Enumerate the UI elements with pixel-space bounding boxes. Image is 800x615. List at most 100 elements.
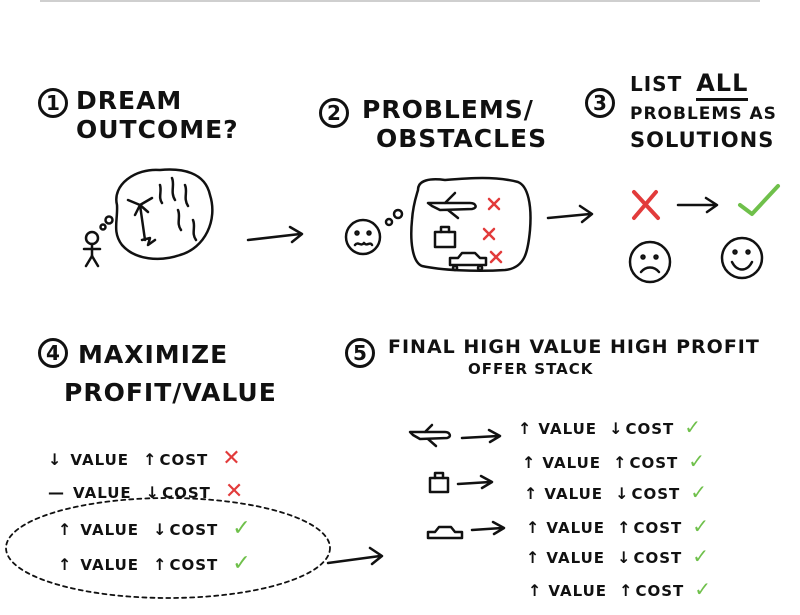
- top-divider: [40, 0, 760, 2]
- value-label: Value: [542, 454, 602, 472]
- step-2-title: Problems/ Obstacles: [362, 95, 547, 153]
- highlight-ellipse: [5, 497, 331, 599]
- value-label: Value: [80, 556, 140, 574]
- arrow-icon: [546, 204, 594, 224]
- step-4-number: 4: [38, 338, 68, 368]
- cost-label: Cost: [169, 521, 219, 539]
- value-arrow: ↑: [518, 419, 533, 438]
- cost-arrow: ↓: [615, 484, 630, 503]
- step-5-line-2: Offer Stack: [468, 360, 594, 378]
- value-cost-row: —Value↓Cost✕: [48, 481, 244, 503]
- value-arrow: ↑: [58, 520, 73, 539]
- step-1-line-1: Dream: [76, 86, 183, 115]
- value-arrow: ↑: [528, 581, 543, 600]
- cost-arrow: ↑: [613, 453, 628, 472]
- value-label: Value: [538, 420, 598, 438]
- offer-stack-row: ↑Value↑Cost✓: [526, 514, 711, 538]
- cost-arrow: ↑: [617, 518, 632, 537]
- cost-arrow: ↓: [617, 548, 632, 567]
- arrow-icon: [676, 196, 719, 214]
- value-label: Value: [73, 484, 132, 502]
- step-5-line-1: Final High Value High Profit: [388, 336, 760, 358]
- value-arrow: ↑: [58, 555, 73, 574]
- cost-label: Cost: [625, 420, 675, 438]
- stick-figure-icon: [82, 230, 102, 268]
- value-arrow: ↑: [526, 518, 541, 537]
- x-icon: [482, 197, 503, 264]
- cost-label: Cost: [633, 519, 683, 537]
- offer-stack-row: ↑Value↓Cost✓: [524, 482, 708, 503]
- cost-arrow: ↓: [145, 483, 161, 502]
- cost-label: Cost: [633, 549, 683, 567]
- airplane-icon: [426, 191, 477, 220]
- obstacle-cloud: [410, 176, 532, 273]
- happy-face-icon: [720, 236, 764, 280]
- step-4-title: Maximize Profit/Value: [64, 336, 277, 412]
- status-mark: ✓: [692, 514, 711, 538]
- cost-arrow: ↓: [153, 520, 168, 539]
- worried-face-icon: [344, 218, 382, 256]
- value-cost-row: ↑Value↑Cost✓: [58, 553, 252, 575]
- cost-label: Cost: [169, 556, 219, 574]
- status-mark: ✓: [684, 415, 703, 439]
- step-3-number: 3: [585, 88, 615, 118]
- step-2-line-1: Problems/: [362, 95, 534, 124]
- step-3-line-3: Problems as: [630, 104, 777, 124]
- step-5-number: 5: [345, 338, 375, 368]
- arrow-icon: [456, 474, 494, 490]
- arrow-icon: [470, 520, 506, 536]
- value-cost-row: ↓Value↑Cost✕: [48, 448, 242, 470]
- thought-bubble-icon: [99, 215, 114, 231]
- cost-label: Cost: [159, 451, 209, 469]
- cost-label: Cost: [162, 484, 211, 502]
- value-label: Value: [80, 521, 140, 539]
- status-mark: ✓: [688, 449, 707, 473]
- value-arrow: ↑: [522, 453, 537, 472]
- island-icon: [114, 168, 214, 261]
- step-1-line-2: Outcome?: [76, 115, 239, 144]
- step-2-line-2: Obstacles: [376, 124, 548, 153]
- step-4-line-2: Profit/Value: [64, 378, 277, 407]
- arrow-icon: [460, 428, 502, 444]
- check-icon: [738, 184, 780, 216]
- car-icon: [448, 251, 488, 272]
- step-2-number: 2: [319, 98, 349, 128]
- step-3-line-all: All: [696, 69, 749, 101]
- suitcase-icon: [433, 225, 457, 249]
- cost-arrow: ↓: [609, 419, 624, 438]
- status-mark: ✓: [694, 577, 713, 601]
- step-3-line-1: List: [630, 72, 683, 96]
- cost-label: Cost: [629, 454, 679, 472]
- value-arrow: ↓: [48, 450, 63, 469]
- suitcase-icon: [428, 471, 450, 494]
- offer-stack-row: ↑Value↑Cost✓: [522, 449, 707, 473]
- step-5-title: Final High Value High Profit Offer Stack: [388, 336, 760, 380]
- step-4-line-1: Maximize: [78, 340, 229, 369]
- x-icon: [632, 190, 660, 220]
- cost-label: Cost: [635, 582, 685, 600]
- sad-face-icon: [628, 240, 672, 284]
- offer-stack-row: ↑ Value ↓Cost ✓: [526, 544, 711, 568]
- cost-label: Cost: [631, 485, 681, 503]
- step-1-number: 1: [38, 88, 68, 118]
- thought-bubble-icon: [384, 208, 404, 227]
- arrow-icon: [326, 546, 384, 566]
- value-cost-row: ↑ Value ↓Cost ✓: [58, 518, 252, 540]
- value-label: Value: [546, 519, 606, 537]
- value-label: Value: [544, 485, 604, 503]
- step-3-title: List All Problems as Solutions: [630, 69, 777, 153]
- status-mark: ✓: [692, 544, 711, 568]
- value-arrow: ↑: [524, 484, 539, 503]
- value-label: Value: [70, 451, 130, 469]
- car-icon: [426, 525, 464, 540]
- status-mark: ✓: [232, 516, 252, 541]
- value-label: Value: [546, 549, 606, 567]
- cost-arrow: ↑: [619, 581, 634, 600]
- status-mark: ✓: [232, 551, 252, 576]
- step-3-line-4: Solutions: [630, 128, 775, 152]
- cost-arrow: ↑: [153, 555, 168, 574]
- cost-arrow: ↑: [143, 450, 158, 469]
- value-arrow: ↑: [526, 548, 541, 567]
- value-label: Value: [548, 582, 608, 600]
- offer-stack-row: ↑ Value ↓Cost ✓: [518, 415, 703, 439]
